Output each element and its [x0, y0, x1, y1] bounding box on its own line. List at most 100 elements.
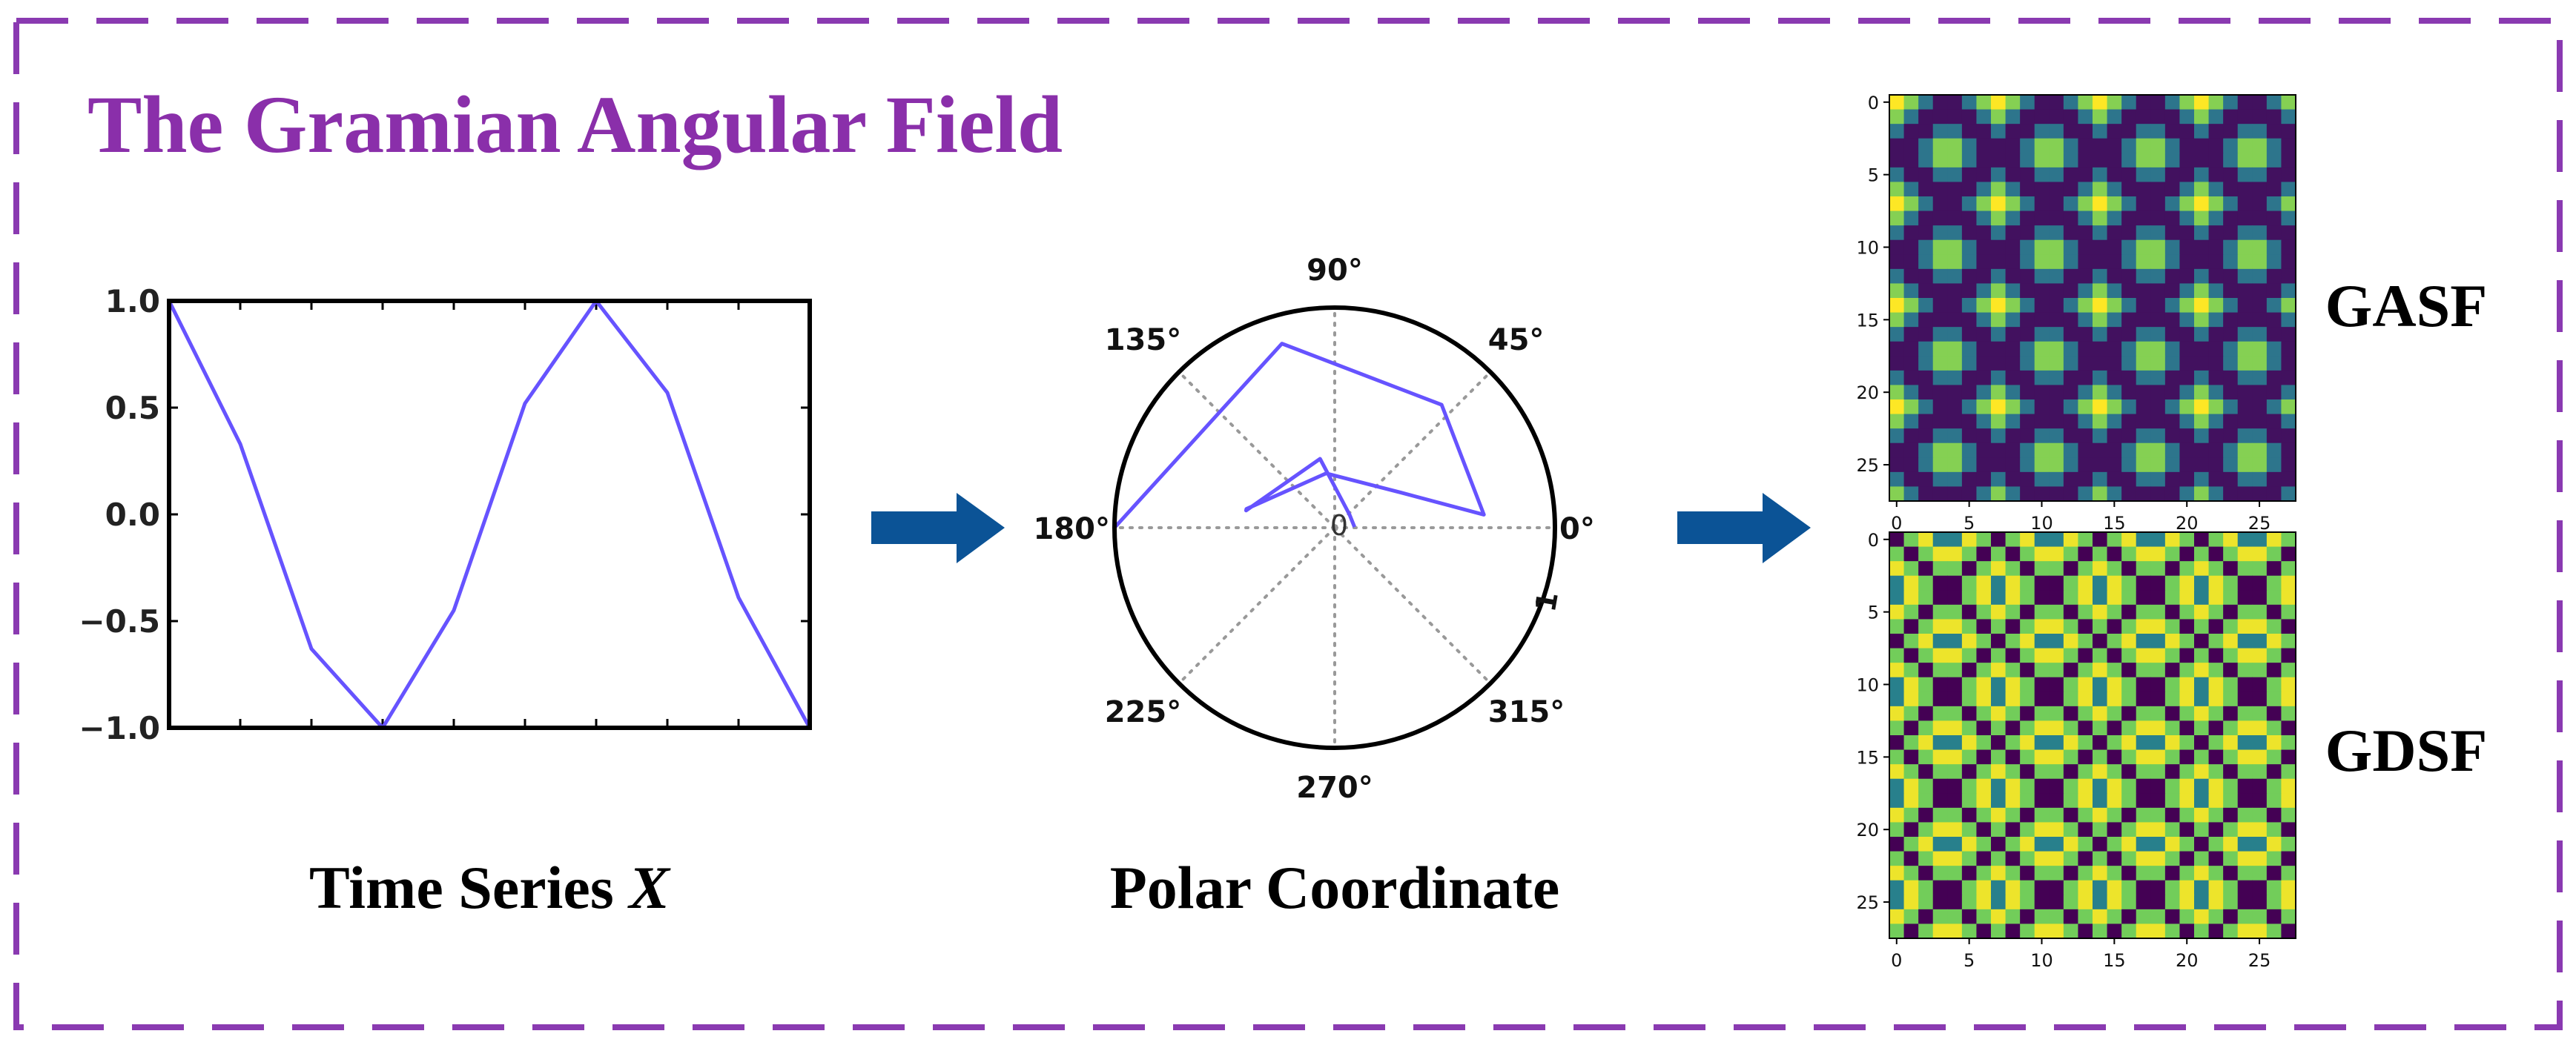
heatmap-cell — [2208, 370, 2224, 386]
heatmap-cell — [1932, 749, 1948, 765]
heatmap-cell — [2005, 720, 2021, 736]
heatmap-cell — [2078, 471, 2093, 488]
heatmap-cell — [1976, 370, 1992, 386]
heatmap-cell — [2093, 356, 2108, 371]
heatmap-cell — [2150, 370, 2166, 386]
heatmap-cell — [1918, 663, 1934, 678]
heatmap-cell — [2150, 239, 2166, 255]
heatmap-cell — [2194, 138, 2210, 153]
heatmap-cell — [2208, 590, 2224, 606]
heatmap-cell — [2266, 837, 2282, 852]
heatmap-cell — [1918, 225, 1934, 241]
heatmap-cell — [2093, 634, 2108, 649]
heatmap-cell — [1947, 663, 1963, 678]
heatmap-cell — [2179, 880, 2195, 895]
heatmap-cell — [2179, 399, 2195, 415]
heatmap-cell — [2049, 692, 2064, 707]
heatmap-cell — [2136, 414, 2151, 429]
heatmap-cell — [1918, 283, 1934, 299]
heatmap-cell — [2005, 692, 2021, 707]
heatmap-cell — [2049, 749, 2064, 765]
heatmap-cell — [2020, 457, 2035, 473]
heatmap-cell — [1903, 341, 1919, 356]
heatmap-cell — [2164, 532, 2181, 548]
heatmap-cell — [2093, 851, 2108, 866]
heatmap-cell — [2252, 778, 2268, 794]
heatmap-cell — [2252, 356, 2268, 371]
heatmap-cell — [1903, 428, 1919, 444]
heatmap-cell — [1947, 385, 1963, 400]
heatmap-cell — [2252, 706, 2268, 722]
heatmap-cell — [1889, 414, 1905, 429]
heatmap-cell — [1903, 634, 1919, 649]
heatmap-cell — [1961, 486, 1978, 502]
heatmap-cell — [2194, 327, 2210, 342]
heatmap-cell — [1961, 153, 1978, 168]
heatmap-cell — [2078, 254, 2093, 270]
heatmap-cell — [1903, 95, 1919, 110]
heatmap-cell — [1903, 866, 1919, 881]
heatmap-cell — [1903, 604, 1919, 620]
heatmap-cell — [2093, 663, 2108, 678]
heatmap-cell — [2266, 720, 2282, 736]
polar-angle-label: 225° — [1105, 695, 1182, 729]
heatmap-cell — [2136, 341, 2151, 356]
heatmap-cell — [2020, 254, 2035, 270]
heatmap-cell — [1976, 749, 1992, 765]
heatmap-x-tick-label: 15 — [2103, 950, 2126, 971]
heatmap-cell — [2150, 880, 2166, 895]
heatmap-cell — [2150, 341, 2166, 356]
heatmap-cell — [2063, 109, 2079, 125]
heatmap-cell — [2093, 225, 2108, 241]
heatmap-cell — [2063, 370, 2079, 386]
heatmap-cell — [1961, 677, 1978, 692]
heatmap-cell — [2150, 807, 2166, 823]
heatmap-cell — [2252, 327, 2268, 342]
heatmap-cell — [2281, 385, 2296, 400]
heatmap-cell — [1961, 457, 1978, 473]
heatmap-cell — [2121, 298, 2137, 314]
heatmap-cell — [2020, 851, 2035, 866]
heatmap-cell — [2078, 822, 2093, 838]
heatmap-cell — [1976, 138, 1992, 153]
heatmap-cell — [2237, 561, 2253, 577]
heatmap-cell — [2179, 341, 2195, 356]
heatmap-cell — [2237, 590, 2253, 606]
heatmap-cell — [2237, 370, 2253, 386]
heatmap-cell — [1889, 561, 1905, 577]
heatmap-cell — [1889, 196, 1905, 212]
heatmap-cell — [2121, 619, 2137, 634]
heatmap-cell — [2136, 822, 2151, 838]
heatmap-cell — [2107, 457, 2122, 473]
heatmap-cell — [2078, 486, 2093, 502]
heatmap-cell — [2049, 298, 2064, 314]
heatmap-cell — [2034, 124, 2050, 139]
heatmap-cell — [2194, 546, 2210, 562]
heatmap-cell — [2049, 225, 2064, 241]
heatmap-cell — [1947, 822, 1963, 838]
heatmap-cell — [2034, 590, 2050, 606]
heatmap-cell — [2136, 677, 2151, 692]
heatmap-cell — [1918, 546, 1934, 562]
heatmap-cell — [2136, 619, 2151, 634]
heatmap-cell — [2164, 268, 2181, 285]
heatmap-cell — [2078, 706, 2093, 722]
heatmap-cell — [1947, 268, 1963, 285]
heatmap-cell — [2281, 619, 2296, 634]
heatmap-cell — [2063, 561, 2079, 577]
heatmap-cell — [2005, 239, 2021, 255]
heatmap-cell — [2005, 648, 2021, 663]
heatmap-cell — [2266, 575, 2282, 591]
heatmap-y-tick-label: 10 — [1856, 675, 1879, 696]
heatmap-cell — [1932, 720, 1948, 736]
heatmap-cell — [2020, 604, 2035, 620]
heatmap-cell — [2179, 210, 2195, 226]
heatmap-cell — [1976, 124, 1992, 139]
heatmap-cell — [2252, 909, 2268, 925]
heatmap-cell — [2281, 109, 2296, 125]
heatmap-cell — [1961, 735, 1978, 751]
heatmap-cell — [2034, 268, 2050, 285]
heatmap-cell — [2063, 590, 2079, 606]
heatmap-cell — [2252, 807, 2268, 823]
heatmap-cell — [2266, 414, 2282, 429]
